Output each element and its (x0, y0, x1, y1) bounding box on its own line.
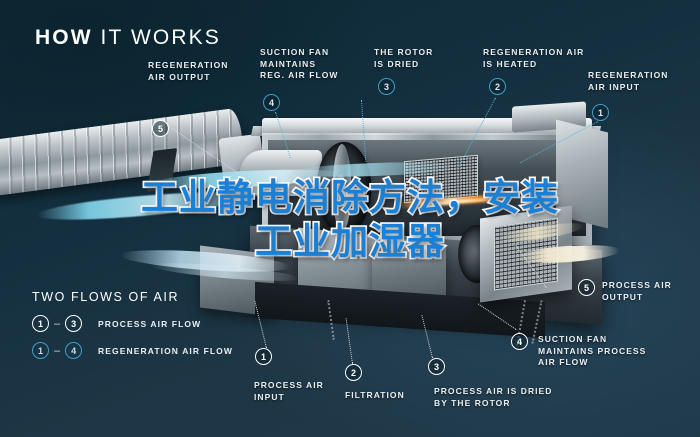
legend-title: TWO FLOWS OF AIR (32, 290, 180, 304)
legend-label: REGENERATION AIR FLOW (98, 345, 234, 356)
page-title-bold: HOW (35, 26, 93, 49)
chinese-headline-overlay: 工业静电消除方法，安装 工业加湿器 (0, 174, 700, 264)
legend-circles: 1 – 4 (32, 342, 98, 359)
legend-circle-to: 3 (65, 315, 83, 332)
chinese-headline-line1: 工业静电消除方法，安装 (139, 174, 559, 220)
rotor-hub-graphic (335, 172, 345, 200)
chinese-headline-line2: 工业加湿器 (253, 218, 445, 264)
legend-dash: – (54, 344, 61, 357)
legend-dash: – (54, 317, 61, 330)
callout-number-5-regen-output: 5 (152, 120, 169, 137)
legend-circles: 1 – 3 (32, 315, 98, 332)
legend-circle-from: 1 (32, 315, 49, 332)
callout-number-3-process-dried: 3 (428, 358, 445, 375)
callout-label-filtration: FILTRATION (345, 390, 405, 400)
callout-label-process-air-output: PROCESS AIR OUTPUT (602, 280, 672, 302)
legend-row-process-air-flow: 1 – 3 PROCESS AIR FLOW (32, 315, 233, 332)
legend-circle-to: 4 (65, 342, 83, 359)
callout-number-2-filtration: 2 (345, 364, 362, 381)
callout-number-2-regen-heated: 2 (489, 78, 506, 95)
legend-row-regeneration-air-flow: 1 – 4 REGENERATION AIR FLOW (32, 342, 233, 359)
callout-label-process-air-dried: PROCESS AIR IS DRIED BY THE ROTOR (434, 386, 553, 408)
callout-label-regeneration-air-output: REGENERATION AIR OUTPUT (148, 60, 229, 82)
legend: TWO FLOWS OF AIR 1 – 3 PROCESS AIR FLOW … (32, 290, 233, 369)
callout-label-suction-fan-reg: SUCTION FAN MAINTAINS REG. AIR FLOW (260, 47, 339, 81)
callout-label-process-air-input: PROCESS AIR INPUT (254, 380, 324, 402)
callout-number-1-regen-input: 1 (592, 104, 609, 121)
page-title-light: IT WORKS (92, 26, 221, 49)
legend-label: PROCESS AIR FLOW (98, 318, 202, 329)
cabinet-top-graphic (262, 118, 592, 134)
callout-number-3-rotor-dried: 3 (378, 78, 395, 95)
callout-label-regen-air-heated: REGENERATION AIR IS HEATED (483, 47, 585, 69)
callout-number-1-process-input: 1 (255, 348, 272, 365)
callout-label-regen-air-input: REGENERATION AIR INPUT (588, 70, 669, 92)
callout-number-4-suction-fan-reg: 4 (263, 94, 280, 111)
leader-line (345, 318, 353, 364)
callout-number-4-suction-fan-process: 4 (511, 333, 528, 350)
callout-label-suction-fan-process: SUCTION FAN MAINTAINS PROCESS AIR FLOW (538, 334, 647, 368)
page-title: HOW IT WORKS (35, 26, 221, 50)
callout-label-rotor-dried: THE ROTOR IS DRIED (374, 47, 434, 69)
callout-number-5-process-output: 5 (578, 279, 595, 296)
legend-circle-from: 1 (32, 342, 49, 359)
